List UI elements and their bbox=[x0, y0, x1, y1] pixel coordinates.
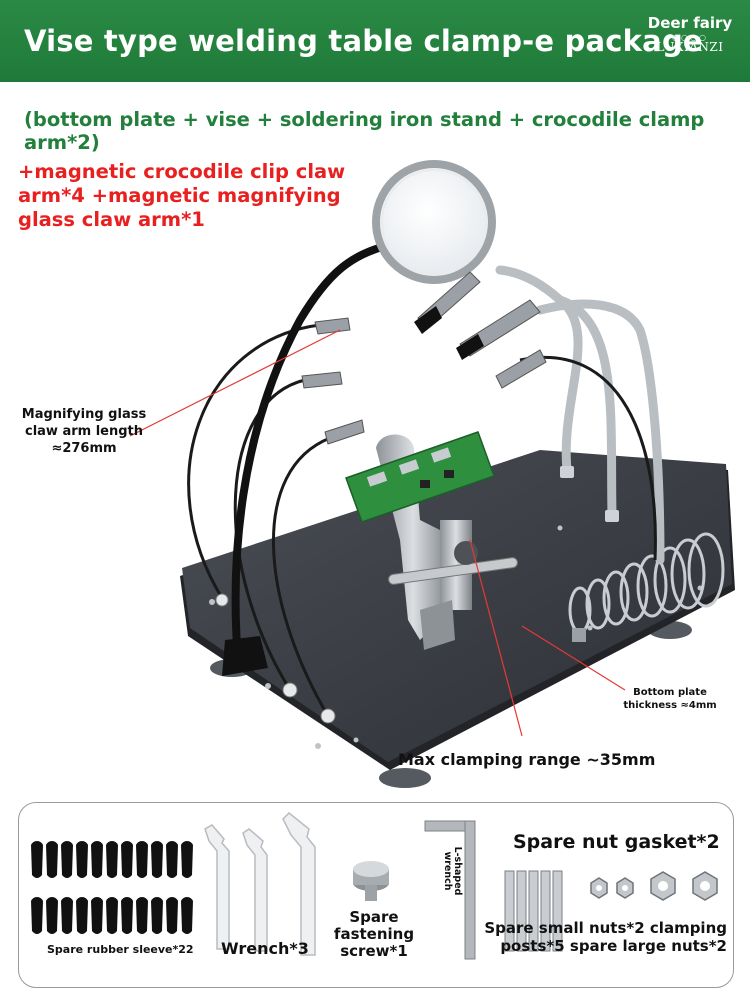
magnetic-arms-note: +magnetic crocodile clip claw arm*4 +mag… bbox=[18, 160, 346, 231]
product-illustration bbox=[129, 160, 735, 788]
l-wrench bbox=[424, 820, 476, 960]
sleeve-label: Spare rubber sleeve*22 bbox=[47, 943, 194, 956]
package-contents-subtitle: (bottom plate + vise + soldering iron st… bbox=[24, 108, 705, 154]
screw-label: Spare fastening screw*1 bbox=[333, 908, 415, 960]
brand-sub: LUXIANZI bbox=[656, 40, 724, 54]
nut-gasket-label: Spare nut gasket*2 bbox=[513, 831, 720, 853]
brand-logo: Deer fairy ○○○○ LUXIANZI bbox=[642, 14, 738, 54]
wrench-label: Wrench*3 bbox=[221, 939, 309, 958]
header-banner: Vise type welding table clamp-e package … bbox=[0, 0, 750, 82]
small-nuts-label: Spare small nuts*2 clamping posts*5 spar… bbox=[484, 919, 727, 955]
accessories-illustration bbox=[31, 811, 718, 960]
clamping-posts bbox=[504, 870, 563, 952]
fastening-screw bbox=[353, 861, 389, 901]
l-wrench-label: L-shaped wrench bbox=[442, 846, 463, 896]
circuit-board bbox=[345, 431, 495, 523]
brand-ornament: ○○○○ bbox=[672, 33, 708, 42]
soldering-iron-stand bbox=[568, 532, 725, 642]
accessories-panel: Spare rubber sleeve*22 Wrench*3 Spare fa… bbox=[18, 802, 734, 988]
gooseneck-arms bbox=[495, 265, 665, 565]
magnifier-arm bbox=[222, 160, 496, 676]
page-title: Vise type welding table clamp-e package bbox=[24, 24, 703, 58]
rubber-sleeves bbox=[31, 841, 193, 934]
black-clip-arms bbox=[187, 323, 657, 717]
nuts bbox=[590, 871, 718, 901]
crocodile-clips bbox=[301, 271, 547, 445]
plate-thickness-label: Bottom plate thickness ≈4mm bbox=[623, 687, 717, 711]
clamp-range-label: Max clamping range ~35mm bbox=[398, 750, 656, 769]
wrenches bbox=[204, 811, 316, 956]
brand-name: Deer fairy bbox=[647, 14, 733, 32]
arm-length-label: Magnifying glass claw arm length ≈276mm bbox=[21, 407, 147, 456]
annotation-lines bbox=[129, 329, 626, 737]
